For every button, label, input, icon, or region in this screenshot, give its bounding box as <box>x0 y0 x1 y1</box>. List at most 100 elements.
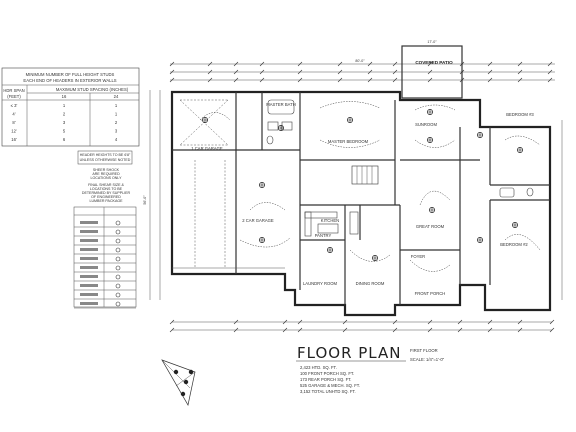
covered-patio-label: COVERED PATIO <box>415 60 453 65</box>
dimension-tick <box>233 61 239 67</box>
room-great-room: GREAT ROOM <box>416 224 445 229</box>
dimension-tick <box>297 77 303 83</box>
legend-symbol-icon <box>115 238 121 244</box>
stud-table-col-2: MAXIMUM STUD SPACING (INCHES) <box>56 87 129 92</box>
dimension-tick <box>259 69 265 75</box>
legend-symbol-icon <box>115 256 121 262</box>
note-3-line-1: FINAL SHEAR SIZE & <box>88 183 124 187</box>
legend-symbol-icon <box>115 283 121 289</box>
note-1-line-2: UNLESS OTHERWISE NOTED <box>80 158 131 162</box>
note-3-line-5: LUMBER PACKAGE <box>89 199 123 203</box>
legend-description-mark <box>80 284 98 287</box>
dimension-tick <box>169 327 175 333</box>
dimension-tick <box>547 61 553 67</box>
dimension-tick <box>169 319 175 325</box>
dimension-tick <box>169 77 175 83</box>
dimension-tick <box>337 77 343 83</box>
dimension-tick <box>207 69 213 75</box>
legend-description-mark <box>80 221 98 224</box>
dimension-tick <box>367 61 373 67</box>
dimension-tick <box>169 69 175 75</box>
stud-table-title-1: MINIMUM NUMBER OF FULL HEIGHT STUDS <box>26 72 115 77</box>
stud-table-cell: 1 <box>115 112 118 117</box>
legend-symbol-icon <box>115 274 121 280</box>
ceiling-fixture-cross <box>517 147 523 153</box>
room-bedroom-3: BEDROOM #3 <box>506 112 534 117</box>
dimension-tick <box>427 77 433 83</box>
ceiling-fixture-cross <box>259 182 265 188</box>
note-1-line-1: HEADER HEIGHTS TO BE 6'8" <box>80 153 131 157</box>
stud-table-col-2a: 16 <box>62 94 67 99</box>
legend-description-mark <box>80 275 98 278</box>
dimension-tick <box>392 69 398 75</box>
room-1-car-garage: 1 CAR GARAGE <box>191 146 223 151</box>
dimension-tick <box>233 327 239 333</box>
dimension-tick <box>487 69 493 75</box>
ceiling-fixture-cross <box>347 117 353 123</box>
dimension-tick <box>367 77 373 83</box>
ceiling-fixture-cross <box>427 137 433 143</box>
dimension-tick <box>487 61 493 67</box>
dimension-tick <box>337 69 343 75</box>
dimension-tick <box>392 61 398 67</box>
legend-symbol-icon <box>115 247 121 253</box>
dimension-tick <box>169 61 175 67</box>
dimension-tick <box>517 319 523 325</box>
dimension-tick <box>337 61 343 67</box>
dimension-tick <box>549 327 555 333</box>
symbol-legend <box>73 206 137 309</box>
dimension-tick <box>342 319 348 325</box>
stud-table-cell: 2 <box>115 120 118 125</box>
dimension-tick <box>233 319 239 325</box>
room-foyer: FOYER <box>411 254 425 259</box>
ceiling-fixture-cross <box>477 237 483 243</box>
note-3: FINAL SHEAR SIZE & LOCATIONS TO BE DETER… <box>82 183 131 203</box>
dimension-tick <box>427 61 433 67</box>
dimension-tick <box>392 319 398 325</box>
room-master-bath: MASTER BATH <box>266 102 295 107</box>
dimension-tick <box>517 69 523 75</box>
ceiling-fixture-cross <box>259 237 265 243</box>
note-3-line-4: OF ENGINEERED <box>91 195 121 199</box>
dimension-tick <box>517 77 523 83</box>
dimension-tick <box>233 77 239 83</box>
dimension-tick <box>427 319 433 325</box>
title-block: FLOOR PLAN FIRST FLOOR SCALE: 1/4"=1'-0"… <box>296 344 445 394</box>
ceiling-fixture-cross <box>512 222 518 228</box>
legend-symbol-icon <box>115 265 121 271</box>
overall-width-dim: 80'-0" <box>355 59 365 63</box>
dimension-tick <box>282 319 288 325</box>
ceiling-fixture-cross <box>429 207 435 213</box>
dimension-tick <box>297 319 303 325</box>
interior-walls <box>172 92 550 305</box>
legend-symbol-icon <box>115 292 121 298</box>
area-line-2: 100 FRONT PORCH SQ. FT. <box>300 371 354 376</box>
room-kitchen: KITCHEN <box>321 218 339 223</box>
dimension-tick <box>259 77 265 83</box>
area-line-1: 2,423 HTD. SQ. FT. <box>300 365 337 370</box>
dimension-tick <box>207 61 213 67</box>
dimension-tick <box>207 77 213 83</box>
ceiling-fixture-cross <box>327 247 333 253</box>
legend-description-mark <box>80 230 98 233</box>
dimension-tick <box>517 327 523 333</box>
dimension-tick <box>367 69 373 75</box>
dimension-tick <box>427 69 433 75</box>
area-line-4: 525 GARAGE & MECH. SQ. FT. <box>300 383 360 388</box>
stud-table-title-2: EACH END OF HEADERS IN EXTERIOR WALLS <box>23 78 116 83</box>
stud-table-cell: 5 <box>63 129 66 134</box>
covered-patio-outline <box>401 45 463 99</box>
dimension-tick <box>427 327 433 333</box>
stud-table-col-1a: HDR SPAN <box>3 88 24 93</box>
stud-table: MINIMUM NUMBER OF FULL HEIGHT STUDS EACH… <box>1 67 140 147</box>
dimension-tick <box>517 61 523 67</box>
stud-table-cell: 3 <box>63 120 66 125</box>
stud-table-cell: 3 <box>115 129 118 134</box>
stud-table-cell: 8' <box>12 120 15 125</box>
stairs <box>351 165 379 185</box>
legend-symbol-icon <box>115 220 121 226</box>
note-2-line-1: SHEER SHOCK <box>93 168 120 172</box>
dimension-tick <box>297 327 303 333</box>
dimension-tick <box>392 77 398 83</box>
